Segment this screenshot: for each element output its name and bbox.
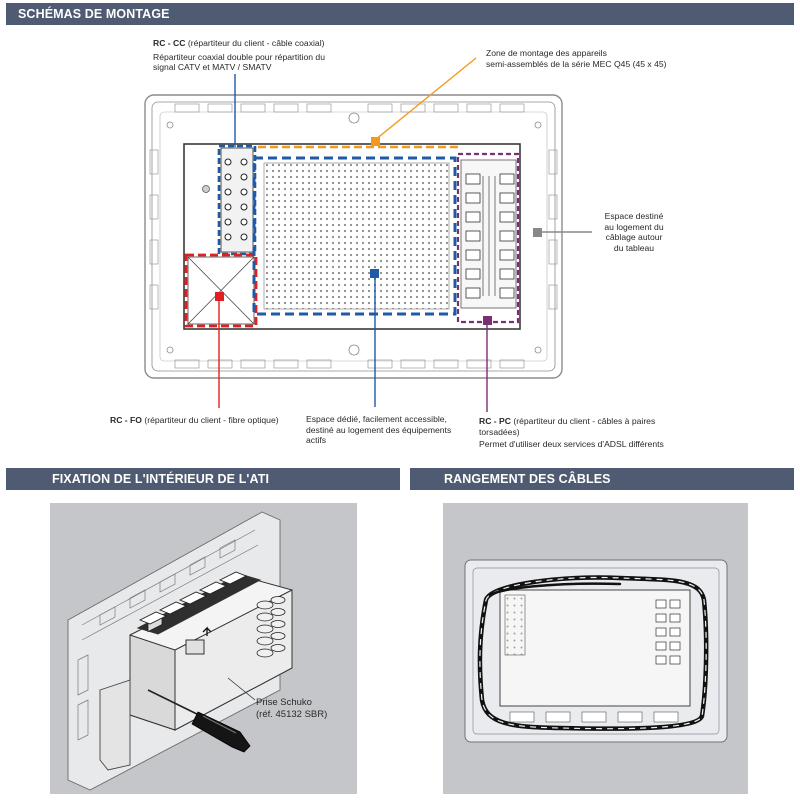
header-separator bbox=[400, 468, 410, 490]
label-rc-fo: RC - FO (répartiteur du client - fibre o… bbox=[110, 415, 279, 425]
section-title-rangement: RANGEMENT DES CÂBLES bbox=[444, 472, 611, 486]
section-title-fixation: FIXATION DE L'INTÉRIEUR DE L'ATI bbox=[52, 472, 270, 486]
label-zone-montage: Zone de montage des appareils semi-assem… bbox=[486, 48, 667, 69]
twisted-pair-module bbox=[460, 159, 517, 309]
screwdriver-icon bbox=[147, 689, 251, 753]
marker-mec bbox=[371, 137, 380, 146]
coax-splitter bbox=[220, 147, 254, 253]
front-bracket bbox=[99, 679, 131, 771]
marker-espace-dedie bbox=[370, 269, 379, 278]
leader-prise bbox=[227, 677, 256, 701]
marker-rc-pc bbox=[483, 316, 492, 325]
label-rc-pc: RC - PC (répartiteur du client - câbles … bbox=[479, 416, 664, 450]
label-rc-cc: RC - CC (répartiteur du client - câble c… bbox=[153, 38, 325, 73]
section-header-bottom: FIXATION DE L'INTÉRIEUR DE L'ATI RANGEME… bbox=[6, 468, 794, 490]
din-modules bbox=[138, 571, 248, 625]
cable-loop bbox=[477, 575, 709, 731]
frame-slots-top bbox=[174, 103, 525, 113]
frame-slot-lines bbox=[77, 529, 259, 741]
earth-terminal-icon bbox=[202, 185, 210, 193]
active-equipment-zone bbox=[252, 156, 457, 316]
frame-slots-bottom bbox=[174, 359, 525, 369]
perforated-panel bbox=[263, 162, 450, 310]
schuko-socket-icon bbox=[185, 626, 212, 655]
label-prise-schuko: Prise Schuko (réf. 45132 SBR) bbox=[256, 697, 328, 720]
leader-mec bbox=[374, 57, 477, 141]
coax-bank bbox=[256, 596, 286, 658]
marker-rc-fo bbox=[215, 292, 224, 301]
rc-fo-zone bbox=[184, 253, 258, 328]
label-espace-dedie: Espace dédié, facilement accessible, des… bbox=[306, 414, 452, 446]
section-header-schemas: SCHÉMAS DE MONTAGE bbox=[6, 3, 794, 25]
marker-espace bbox=[533, 228, 542, 237]
cable-tray bbox=[464, 559, 728, 743]
fiber-box bbox=[187, 256, 255, 325]
cabinet-outline bbox=[144, 94, 563, 379]
label-espace-cablage: Espace destiné au logement du câblage au… bbox=[604, 211, 664, 253]
frame-slots-sides bbox=[149, 149, 558, 310]
section-title: SCHÉMAS DE MONTAGE bbox=[18, 7, 170, 21]
frame-screws bbox=[166, 112, 542, 356]
